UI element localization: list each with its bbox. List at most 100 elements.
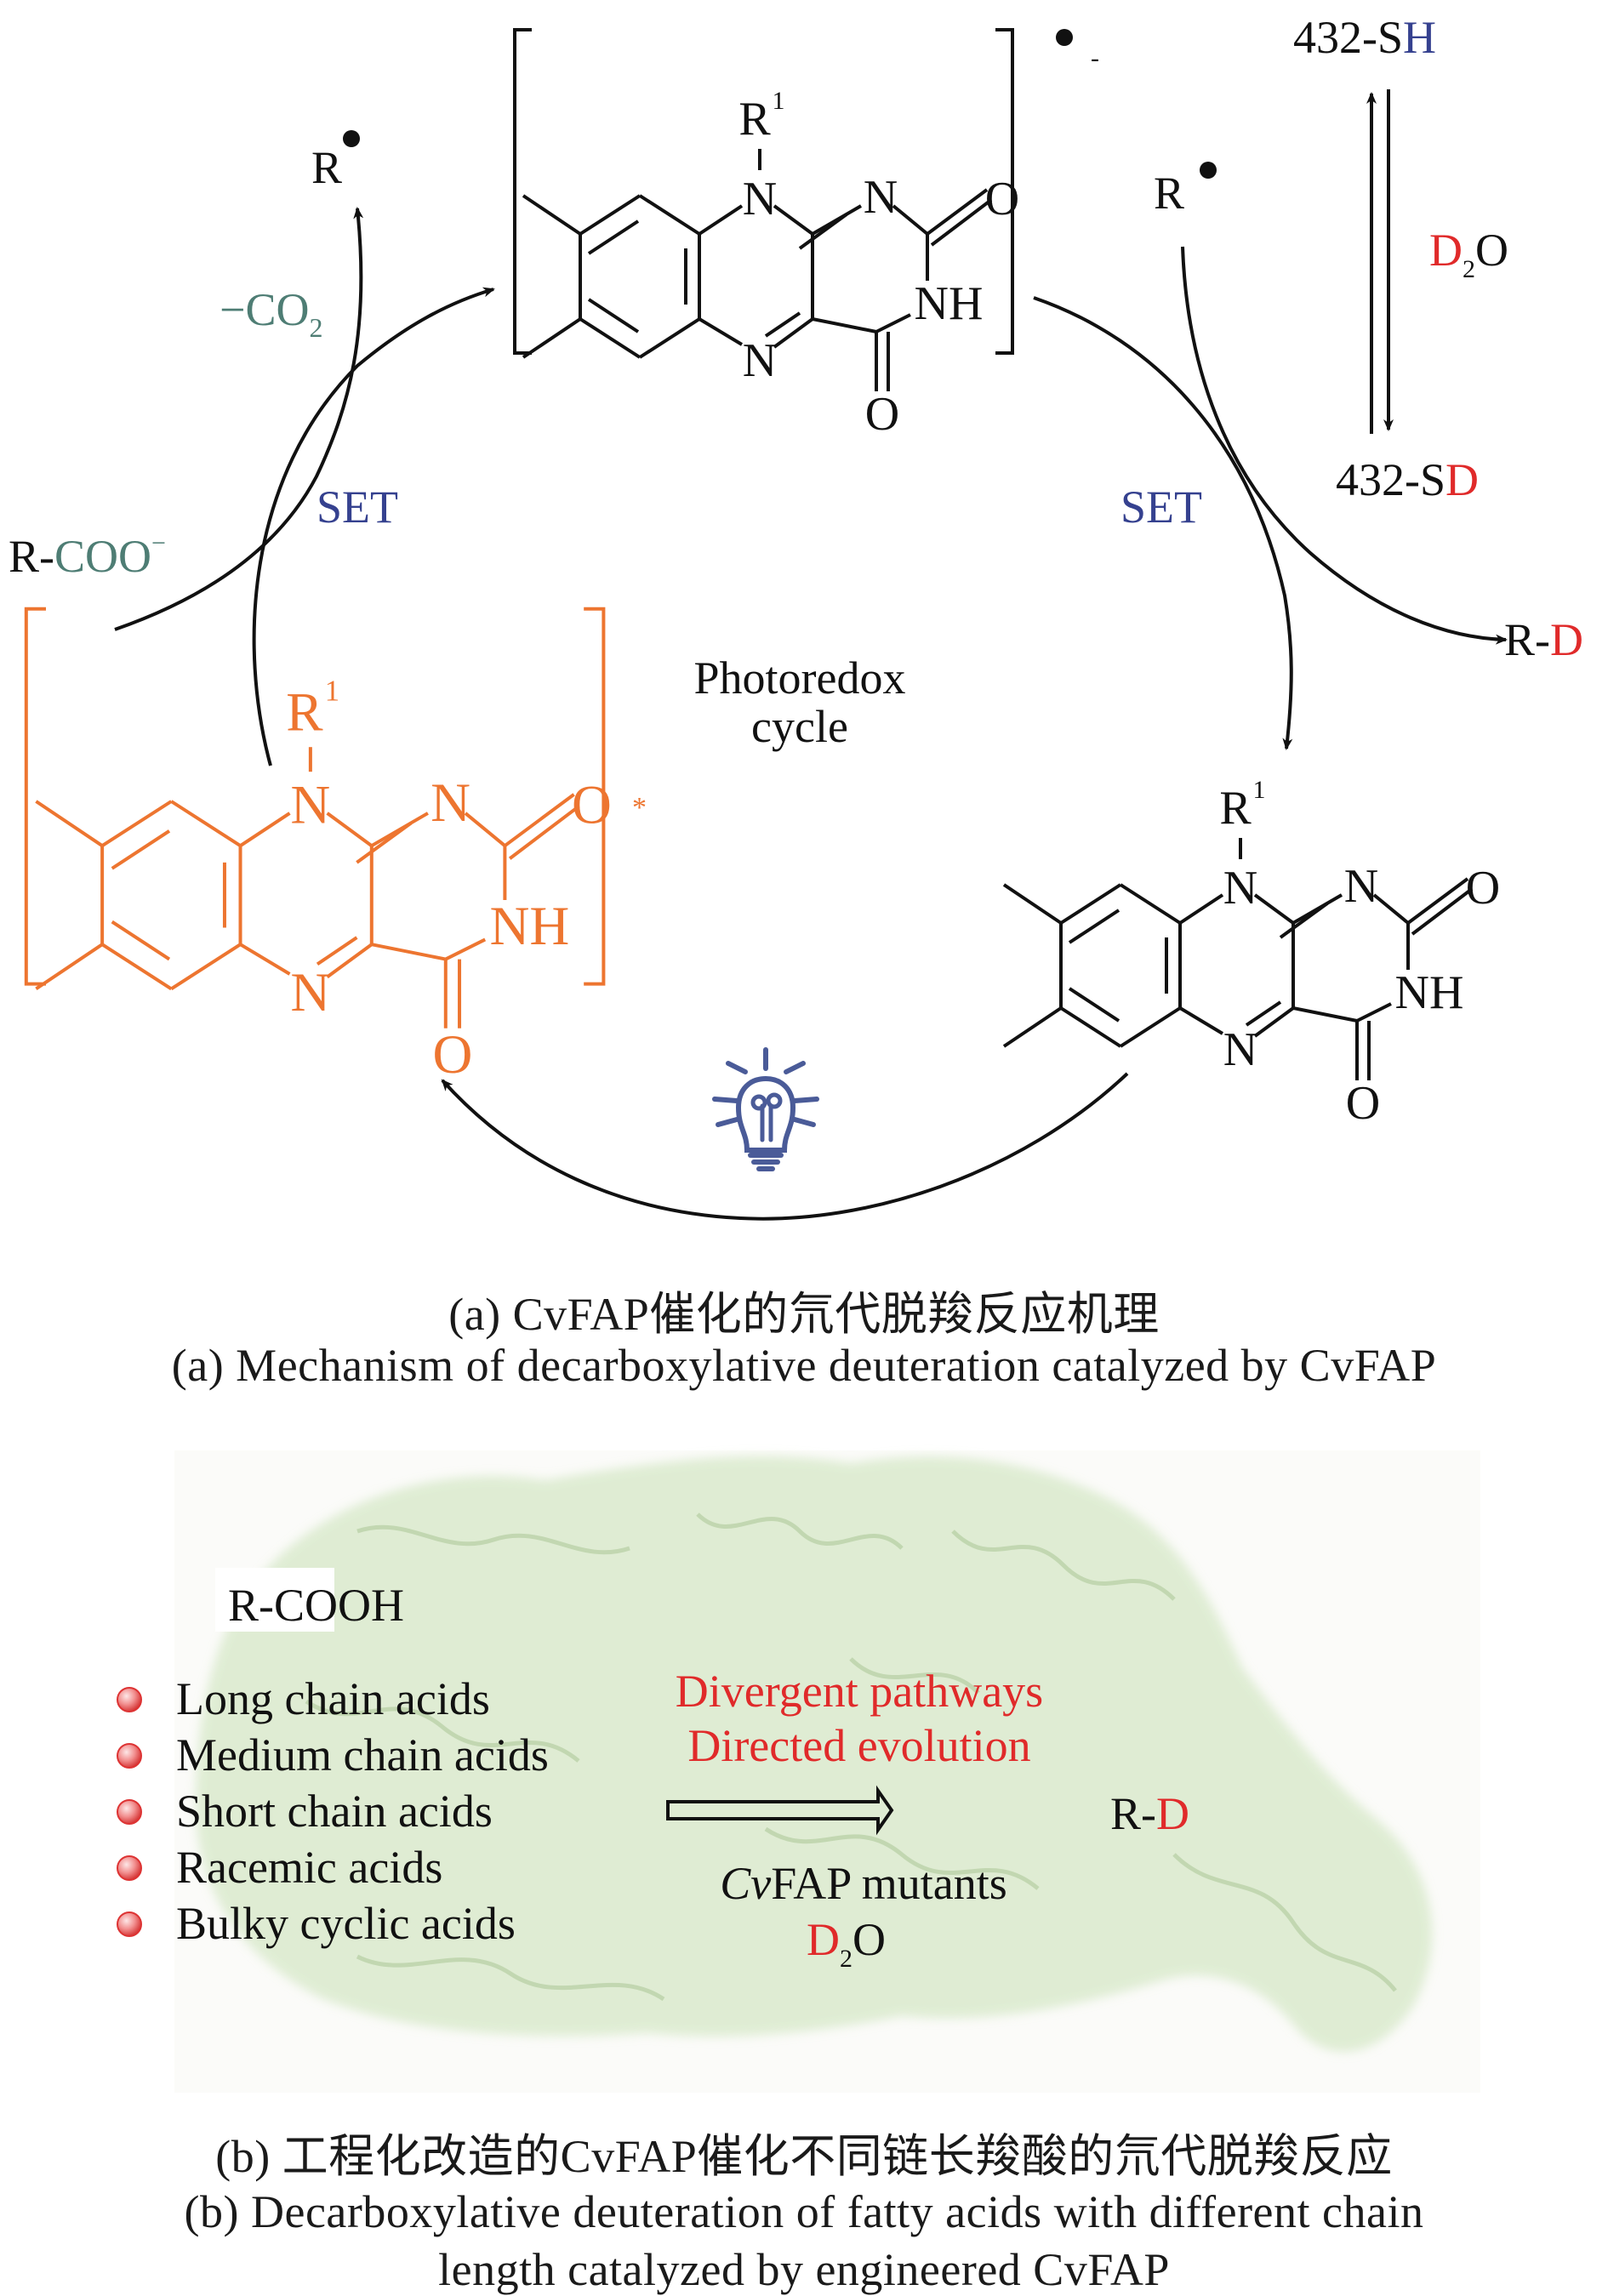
- bond: [1178, 893, 1224, 925]
- acid-list-item: Racemic acids: [117, 1842, 442, 1893]
- bond: [1292, 1006, 1358, 1023]
- caption-b-chinese: (b) 工程化改造的CvFAP催化不同链长羧酸的氘代脱羧反应: [215, 2131, 1393, 2182]
- bond: [1253, 893, 1295, 925]
- rcooh-label-backdrop: [215, 1568, 334, 1632]
- method-divergent-pathways: Divergent pathways: [676, 1666, 1043, 1717]
- bond: [698, 317, 744, 346]
- atom-n10: N: [290, 775, 330, 836]
- double-bond: [1068, 909, 1120, 944]
- bond: [170, 943, 242, 991]
- bond: [239, 812, 291, 847]
- cycle-label-line1: Photoredox: [694, 652, 906, 704]
- bond: [1253, 1006, 1295, 1038]
- bracket-right: [995, 28, 1014, 355]
- double-bond: [1068, 987, 1120, 1023]
- bond: [170, 800, 242, 847]
- acid-list-label: Long chain acids: [176, 1673, 490, 1724]
- cycle-arc-left: [252, 287, 495, 766]
- bracket-left: [24, 607, 46, 986]
- bond: [1178, 1006, 1224, 1035]
- radical-dot: [1056, 29, 1073, 46]
- bond: [773, 204, 814, 236]
- atom-o2: O: [572, 775, 612, 836]
- atom-o2: O: [985, 173, 1019, 225]
- bond: [326, 812, 373, 847]
- bond: [101, 800, 173, 847]
- bond: [579, 194, 641, 236]
- atom-n5: N: [290, 962, 330, 1023]
- catalyst-label: CvFAP mutants: [720, 1858, 1007, 1909]
- charge-minus: -: [1091, 44, 1099, 72]
- thiol-sh-label: 432-SH: [1293, 12, 1436, 63]
- acid-list-label: Bulky cyclic acids: [176, 1898, 516, 1949]
- double-bond: [587, 298, 640, 333]
- r1-superscript: 1: [325, 675, 339, 708]
- atom-n5: N: [743, 334, 777, 387]
- double-bond: [111, 829, 171, 870]
- left-radical-dot: [343, 130, 360, 147]
- atom-n1: N: [431, 772, 470, 834]
- bracket-left: [513, 28, 532, 355]
- bond: [1059, 883, 1122, 925]
- bracket-right: [584, 607, 606, 986]
- bond: [638, 194, 701, 236]
- protein-structure-background: [196, 1456, 1433, 2053]
- atom-n3h: NH: [915, 277, 984, 330]
- carbonyl-bond: [1406, 877, 1469, 925]
- methyl-bond: [522, 317, 582, 359]
- bond: [1059, 1006, 1122, 1048]
- method-directed-evolution: Directed evolution: [687, 1720, 1030, 1771]
- atom-n5: N: [1223, 1023, 1257, 1076]
- r1-superscript: 1: [1253, 776, 1266, 804]
- double-bond: [1245, 1000, 1282, 1027]
- red-sphere-bullet-icon: [117, 1743, 142, 1769]
- atom-o4: O: [865, 388, 899, 441]
- minus-co2-label: −CO2: [220, 284, 322, 343]
- substrate-rcooh-label: R-COOH: [228, 1580, 404, 1631]
- acid-list-item: Bulky cyclic acids: [117, 1898, 516, 1949]
- d2o-label-b: D2O: [807, 1914, 886, 1973]
- methyl-bond: [1002, 883, 1063, 925]
- lightbulb-icon: [712, 1047, 819, 1171]
- hat-arc: [1181, 246, 1508, 645]
- atom-n10: N: [743, 173, 777, 225]
- carbonyl-bond: [508, 805, 580, 860]
- acid-list-label: Racemic acids: [176, 1842, 442, 1893]
- d2o-label-a: D2O: [1429, 225, 1508, 283]
- thiol-sd-label: 432-SD: [1336, 454, 1479, 505]
- cycle-arc-right: [1033, 296, 1293, 750]
- bond: [371, 943, 447, 961]
- double-bond: [587, 219, 640, 255]
- bond: [698, 204, 744, 236]
- bond: [1119, 1006, 1182, 1048]
- caption-b-english-line2: length catalyzed by engineered CvFAP: [438, 2244, 1170, 2295]
- bond: [773, 317, 814, 349]
- atom-n1: N: [864, 171, 898, 224]
- carbonyl-bond: [930, 198, 993, 247]
- carbonyl-bond: [926, 188, 989, 236]
- acid-list-label: Short chain acids: [176, 1786, 493, 1837]
- caption-a-english: (a) Mechanism of decarboxylative deutera…: [171, 1340, 1437, 1391]
- double-bond: [316, 936, 358, 966]
- r1-label: R: [738, 93, 771, 145]
- r1-label: R: [1219, 782, 1252, 835]
- atom-n1: N: [1344, 860, 1378, 913]
- bond: [638, 317, 701, 359]
- acid-list-item: Short chain acids: [117, 1786, 493, 1837]
- atom-o4: O: [432, 1024, 472, 1085]
- excited-state-asterisk: *: [632, 792, 647, 823]
- carbonyl-bond: [1411, 887, 1474, 936]
- substrate-carboxylate-label: R-COO−: [9, 529, 166, 582]
- right-radical-dot: [1200, 162, 1217, 179]
- atom-n10: N: [1223, 862, 1257, 914]
- atom-n3h: NH: [489, 896, 569, 957]
- bond: [1372, 893, 1410, 925]
- red-sphere-bullet-icon: [117, 1855, 142, 1881]
- methyl-bond: [522, 194, 582, 236]
- caption-b-english-line1: (b) Decarboxylative deuteration of fatty…: [184, 2186, 1424, 2237]
